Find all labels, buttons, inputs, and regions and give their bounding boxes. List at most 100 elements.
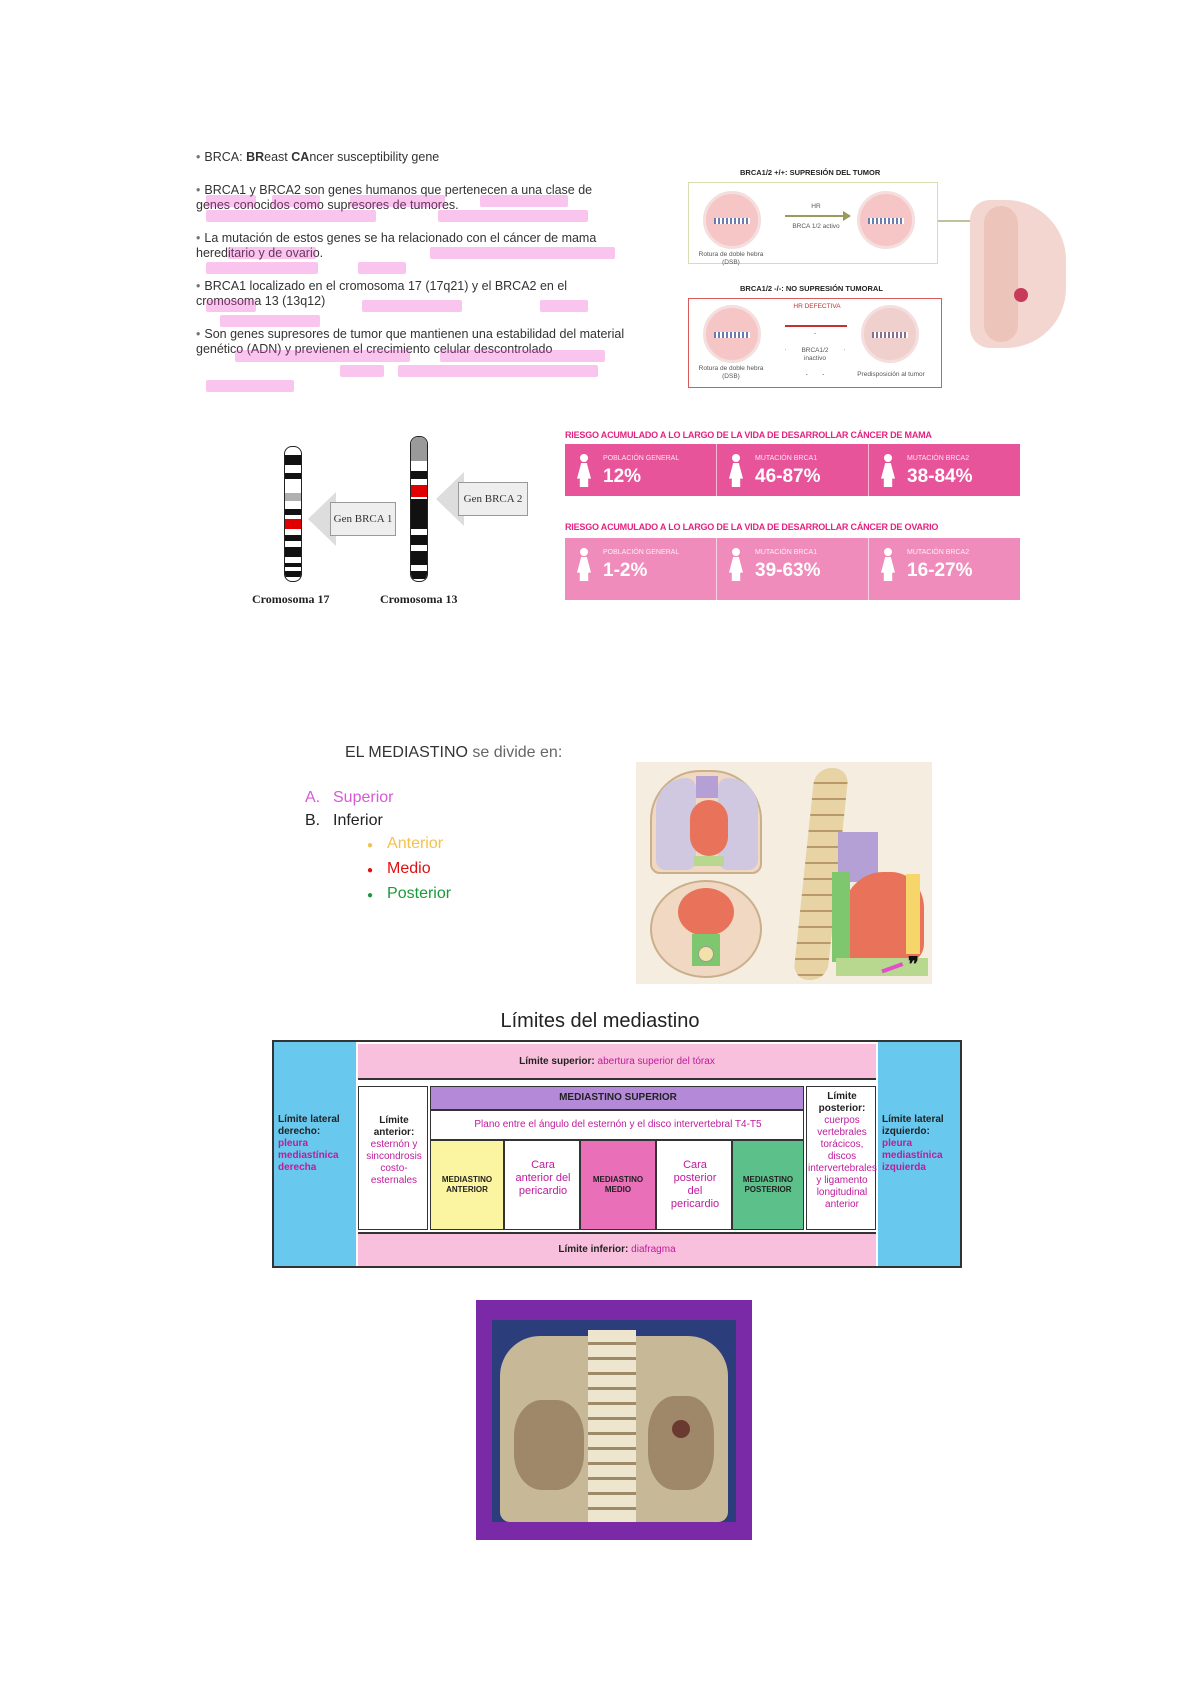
cell-limite-posterior: Límite posterior: cuerpos vertebrales to… [806, 1086, 877, 1230]
highlight-mark [228, 247, 316, 259]
woman-icon [881, 548, 895, 582]
cell-icon [857, 191, 915, 249]
highlight-mark [440, 350, 605, 362]
diaphragm-shape [694, 856, 724, 866]
highlight-mark [235, 350, 410, 362]
lung-tissue-shape [648, 1396, 714, 1490]
diagram-top-hr: HR [811, 203, 821, 210]
list-item-medio: ●Medio [367, 860, 431, 877]
mediastinum-anatomy-image [636, 762, 932, 984]
highlight-mark [350, 195, 445, 207]
risk-cell-brca1: MUTACIÓN BRCA1 39-63% [717, 538, 869, 600]
highlight-mark [220, 315, 320, 327]
woman-icon [881, 454, 895, 488]
brca-bullet-list: •BRCA: BReast CAncer susceptibility gene… [196, 150, 626, 375]
cell-cara-anterior: Cara anterior del pericardio [504, 1140, 580, 1230]
woman-icon [729, 454, 743, 488]
risk-value: 39-63% [755, 560, 821, 581]
cell-mediastino-anterior: MEDIASTINO ANTERIOR [430, 1140, 504, 1230]
diagram-bottom-title: BRCA1/2 -/-: NO SUPRESIÓN TUMORAL [740, 284, 883, 293]
diagram-top-arrow-caption: BRCA 1/2 activo [792, 223, 840, 230]
risk-ovary-title: RIESGO ACUMULADO A LO LARGO DE LA VIDA D… [565, 522, 939, 532]
risk-value: 38-84% [907, 466, 973, 487]
list-item-posterior: ●Posterior [367, 885, 452, 902]
chromosome-13-icon [410, 436, 428, 582]
diagram-bottom-left-caption: Rotura de doble hebra (DSB) [698, 365, 764, 380]
lung-shape [656, 778, 696, 870]
arrow-line [785, 325, 847, 327]
cell-cara-posterior: Cara posterior del pericardio [656, 1140, 732, 1230]
chromosome-17-label: Cromosoma 17 [252, 592, 330, 606]
list-item-anterior: ●Anterior [367, 835, 444, 852]
diagram-bottom-hr: HR DEFECTIVA [793, 303, 841, 310]
bullet-location: •BRCA1 localizado en el cromosoma 17 (17… [196, 279, 568, 308]
thorax-section-photo [476, 1300, 752, 1540]
anterior-region-shape [906, 874, 920, 954]
woman-icon [577, 454, 591, 488]
diagram-bottom-box: Rotura de doble hebra (DSB) HR DEFECTIVA… [688, 298, 942, 388]
spine-section-icon [588, 1330, 636, 1522]
connector-line [938, 220, 972, 222]
chromosome-figure: Gen BRCA 1 Gen BRCA 2 Cromosoma 17 Cromo… [230, 436, 550, 610]
risk-cell-brca2: MUTACIÓN BRCA2 16-27% [869, 538, 1020, 600]
risk-value: 16-27% [907, 560, 973, 581]
highlight-mark [430, 247, 615, 259]
lung-tissue-shape [514, 1400, 584, 1490]
brca-tumor-suppression-diagram: BRCA1/2 +/+: SUPRESIÓN DEL TUMOR Rotura … [688, 168, 1078, 390]
highlight-mark [206, 300, 256, 312]
gen-brca1-arrow: Gen BRCA 1 [308, 492, 396, 546]
highlight-mark [206, 262, 318, 274]
arrow-line [785, 215, 847, 217]
gen-brca1-label: Gen BRCA 1 [330, 502, 396, 536]
cell-plano: Plano entre el ángulo del esternón y el … [430, 1110, 804, 1140]
bullet-brca-genes: •BRCA1 y BRCA2 son genes humanos que per… [196, 183, 593, 212]
mediastino-heading: EL MEDIASTINO se divide en: [345, 744, 563, 761]
cell-limite-inferior: Límite inferior: diafragma [358, 1232, 876, 1266]
cell-icon [703, 191, 761, 249]
highlight-mark [358, 262, 406, 274]
chromosome-17-icon [284, 446, 302, 582]
tumor-dot-icon [1014, 288, 1028, 302]
posterior-region-shape [832, 872, 850, 962]
risk-value: 46-87% [755, 466, 821, 487]
highlight-mark [206, 210, 376, 222]
woman-icon [729, 548, 743, 582]
highlight-mark [362, 300, 462, 312]
list-item-superior: A.Superior [305, 789, 394, 806]
cell-mediastino-superior: MEDIASTINO SUPERIOR [430, 1086, 804, 1110]
quote-mark-icon: ❞ [908, 954, 919, 976]
list-item-inferior: B.Inferior [305, 812, 383, 829]
risk-cell-general: POBLACIÓN GENERAL 12% [565, 444, 717, 496]
limites-title: Límites del mediastino [500, 1010, 700, 1032]
highlight-mark [438, 210, 588, 222]
risk-cell-brca1: MUTACIÓN BRCA1 46-87% [717, 444, 869, 496]
breast-tissue-shape [984, 206, 1018, 342]
cell-icon [861, 305, 919, 363]
heart-shape [690, 800, 728, 856]
highlight-mark [340, 365, 384, 377]
cell-icon [703, 305, 761, 363]
bullet-function: •Son genes supresores de tumor que manti… [196, 327, 625, 356]
gen-brca2-arrow: Gen BRCA 2 [436, 472, 528, 526]
risk-cell-brca2: MUTACIÓN BRCA2 38-84% [869, 444, 1020, 496]
cell-lateral-derecho: Límite lateral derecho: pleura mediastín… [274, 1042, 356, 1266]
bullet-mutation: •La mutación de estos genes se ha relaci… [196, 231, 597, 260]
risk-value: 12% [603, 466, 642, 487]
woman-icon [577, 548, 591, 582]
diagram-bottom-star-text: BRCA1/2 inactivo [801, 347, 829, 362]
highlight-mark [540, 300, 588, 312]
risk-value: 1-2% [603, 560, 648, 581]
diagram-top-left-caption: Rotura de doble hebra (DSB) [698, 251, 764, 266]
highlight-mark [206, 195, 256, 207]
cell-mediastino-posterior: MEDIASTINO POSTERIOR [732, 1140, 804, 1230]
risk-breast-title: RIESGO ACUMULADO A LO LARGO DE LA VIDA D… [565, 430, 932, 440]
bullet-brca-definition: •BRCA: BReast CAncer susceptibility gene [196, 150, 440, 164]
cell-limite-anterior: Límite anterior: esternón y sincondrosis… [358, 1086, 428, 1230]
vessel-shape [672, 1420, 690, 1438]
diagram-bottom-right-caption: Predisposición al tumor [857, 371, 925, 378]
highlight-mark [480, 195, 568, 207]
risk-breast-bar: POBLACIÓN GENERAL 12% MUTACIÓN BRCA1 46-… [565, 444, 1020, 496]
limites-table: Límite lateral derecho: pleura mediastín… [272, 1040, 962, 1268]
highlight-mark [398, 365, 598, 377]
vertebra-section-shape [698, 946, 714, 962]
